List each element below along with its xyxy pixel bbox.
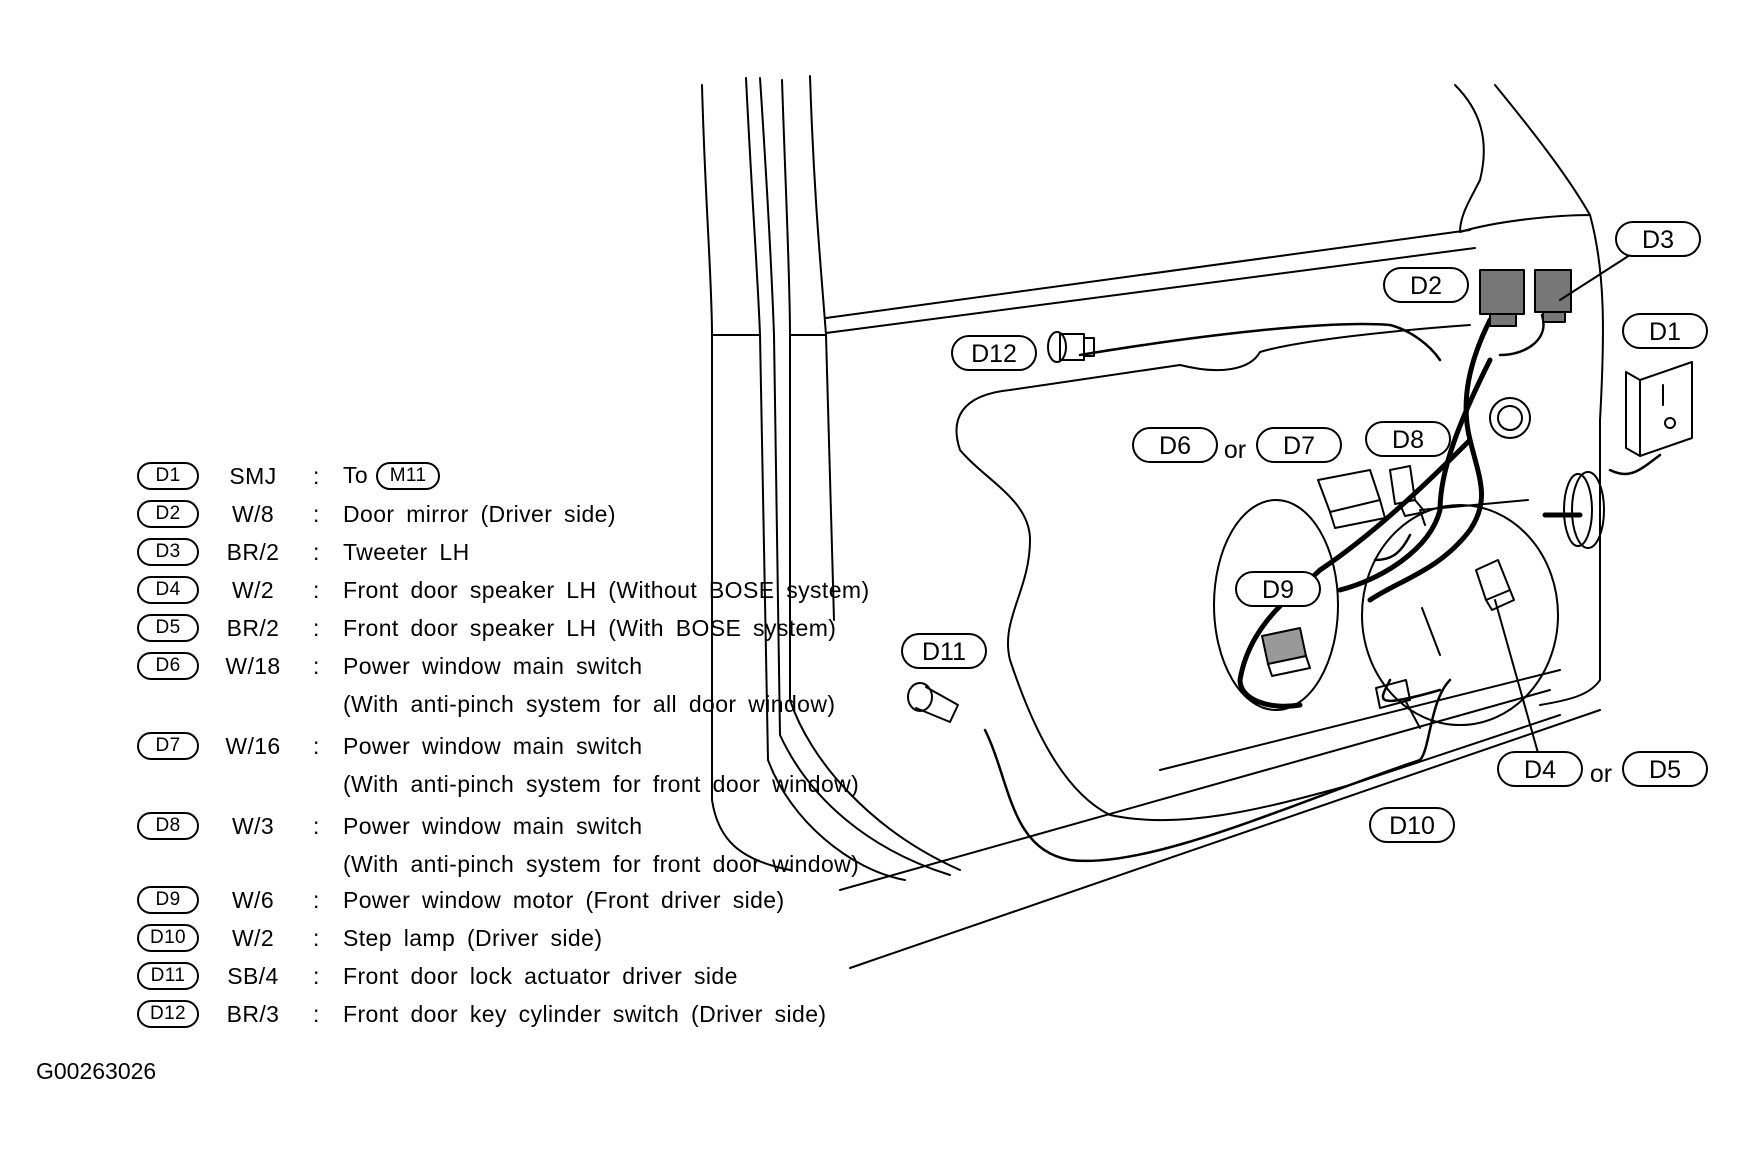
connector-code-d9: D9 (137, 886, 199, 914)
connector-code-d2: D2 (137, 500, 199, 528)
wire-spec: W/3 (231, 812, 275, 839)
wire-spec: W/6 (231, 886, 275, 913)
connector-code-d12: D12 (137, 1000, 199, 1028)
connector-code-m11: M11 (376, 462, 441, 491)
callout-d9: D9 (1235, 571, 1321, 607)
wire-spec: BR/2 (226, 538, 280, 565)
callout-d6: D6 (1132, 427, 1218, 463)
wire-spec: W/18 (225, 652, 281, 679)
callout-d11: D11 (901, 633, 987, 669)
thin-wires (983, 313, 1662, 863)
wire-spec: BR/2 (226, 614, 280, 641)
callout-or-d6-d7: or (1224, 436, 1246, 464)
svg-text:D3: D3 (1642, 226, 1674, 254)
legend-description: Power window main switch (343, 732, 643, 759)
connector-code-d8: D8 (137, 812, 199, 840)
legend-description: Door mirror (Driver side) (343, 500, 616, 527)
wire-spec: W/8 (231, 500, 275, 527)
svg-text:D12: D12 (971, 340, 1017, 368)
callout-d10: D10 (1369, 807, 1455, 843)
svg-text:D5: D5 (1649, 756, 1681, 784)
connector-code-d1: D1 (137, 462, 199, 490)
legend-description: Front door lock actuator driver side (343, 962, 738, 989)
legend-description: Power window main switch (343, 812, 643, 839)
connector-code-d4: D4 (137, 576, 199, 604)
legend-description: Power window motor (Front driver side) (343, 886, 785, 913)
connector-code-d5: D5 (137, 614, 199, 642)
svg-text:D1: D1 (1649, 318, 1681, 346)
wire-spec: W/2 (231, 924, 275, 951)
legend-description: Tweeter LH (343, 538, 470, 565)
callout-d2: D2 (1383, 267, 1469, 303)
figure-id: G00263026 (36, 1058, 157, 1084)
connector-code-d6: D6 (137, 652, 199, 680)
legend-subdescription: (With anti-pinch system for all door win… (343, 690, 836, 717)
callout-d4: D4 (1497, 751, 1583, 787)
wire-spec: SMJ (229, 462, 277, 489)
legend-description: Front door key cylinder switch (Driver s… (343, 1000, 827, 1027)
callout-d8: D8 (1365, 421, 1451, 457)
callout-d12: D12 (951, 335, 1037, 371)
legend-description: Power window main switch (343, 652, 643, 679)
leader-lines (1404, 254, 1631, 761)
legend-subdescription: (With anti-pinch system for front door w… (343, 850, 860, 877)
svg-text:D4: D4 (1524, 756, 1556, 784)
svg-text:D11: D11 (922, 638, 966, 666)
connector-code-d7: D7 (137, 732, 199, 760)
wire-spec: W/16 (225, 732, 281, 759)
callout-d1: D1 (1622, 313, 1708, 349)
legend-description: Front door speaker LH (With BOSE system) (343, 614, 837, 641)
svg-text:D9: D9 (1262, 576, 1294, 604)
callout-d7: D7 (1256, 427, 1342, 463)
harness-wires (1237, 317, 1583, 709)
svg-text:D7: D7 (1283, 432, 1315, 460)
svg-text:D2: D2 (1410, 272, 1442, 300)
legend-description: Step lamp (Driver side) (343, 924, 603, 951)
wire-spec: SB/4 (227, 962, 279, 989)
wire-spec: W/2 (231, 576, 275, 603)
svg-text:D6: D6 (1159, 432, 1191, 460)
callout-d5: D5 (1622, 751, 1708, 787)
pillar-lines (701, 75, 961, 881)
connector-code-d11: D11 (137, 962, 199, 990)
legend-subdescription: (With anti-pinch system for front door w… (343, 770, 860, 797)
wire-spec: BR/3 (226, 1000, 280, 1027)
legend-description: Front door speaker LH (Without BOSE syst… (343, 576, 870, 603)
connector-code-d3: D3 (137, 538, 199, 566)
connectors (907, 269, 1693, 723)
connector-code-d10: D10 (137, 924, 199, 952)
callout-or-d4-d5: or (1590, 760, 1612, 788)
svg-text:D10: D10 (1389, 812, 1435, 840)
svg-text:D8: D8 (1392, 426, 1424, 454)
callout-d3: D3 (1615, 221, 1701, 257)
